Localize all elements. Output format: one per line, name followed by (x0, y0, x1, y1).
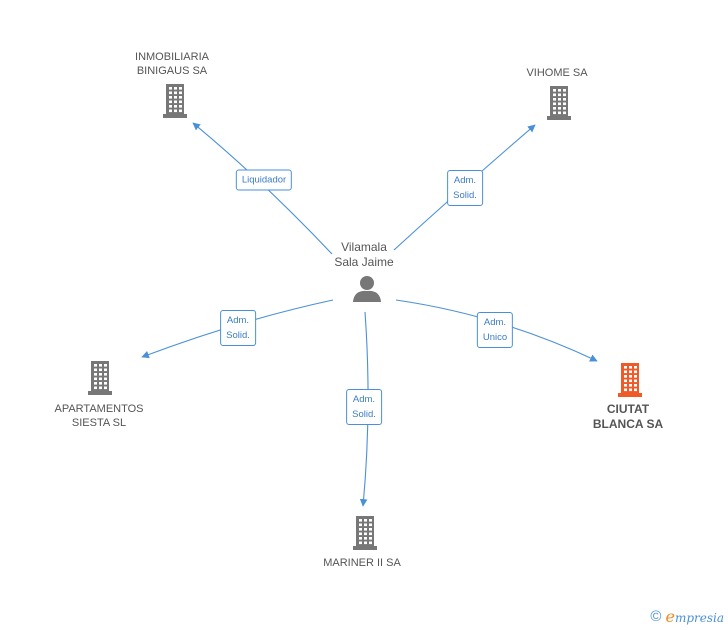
building-icon (547, 86, 571, 120)
copyright-symbol: © (650, 608, 662, 625)
relation-label-vihome[interactable]: Adm.Solid. (447, 170, 483, 206)
building-icon (163, 84, 187, 118)
building-icon (618, 363, 642, 397)
company-label-vihome[interactable]: VIHOME SA (526, 67, 588, 79)
relation-label-ciutat[interactable]: Adm.Unico (476, 312, 514, 348)
person-icon (353, 276, 381, 302)
relation-label-inmobiliaria[interactable]: Liquidador (235, 169, 293, 191)
building-icon (88, 361, 112, 395)
building-icon (353, 516, 377, 550)
relation-label-mariner[interactable]: Adm.Solid. (346, 389, 382, 425)
company-label-mariner[interactable]: MARINER II SA (323, 557, 401, 569)
brand-logo: empresia (665, 607, 724, 626)
footer-brand: © empresia (650, 607, 724, 626)
relation-label-apartamentos[interactable]: Adm.Solid. (220, 310, 256, 346)
